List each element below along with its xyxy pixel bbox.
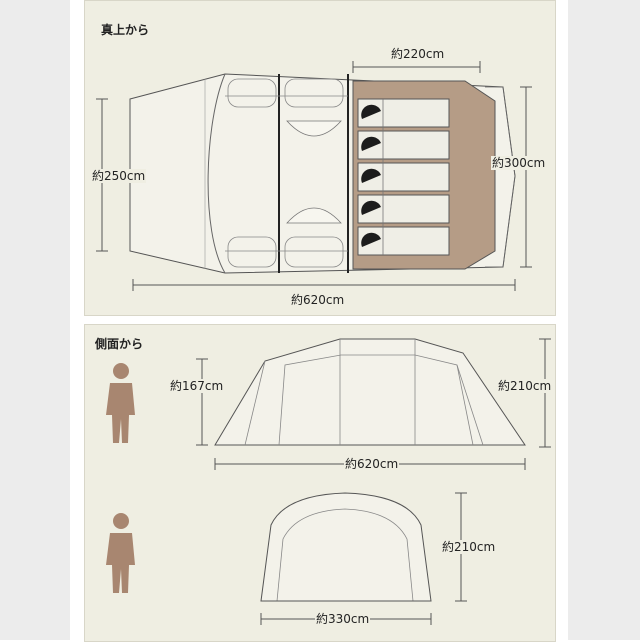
sleeping-head-icon	[361, 104, 381, 247]
dim-height-front: 約167cm	[169, 379, 225, 393]
dim-height-right: 約300cm	[491, 156, 547, 170]
person-silhouette-icon	[106, 513, 135, 593]
dim-width-end: 約330cm	[315, 612, 371, 626]
left-margin-strip	[0, 0, 70, 640]
top-view-diagram	[96, 61, 532, 291]
cots	[357, 98, 450, 256]
dim-width-inner: 約220cm	[390, 47, 446, 61]
side-view-diagram	[106, 338, 551, 625]
dim-height-left: 約250cm	[91, 169, 147, 183]
dim-height-rear: 約210cm	[497, 379, 553, 393]
dim-length-side: 約620cm	[344, 457, 400, 471]
tent-end-outline	[260, 492, 432, 602]
side-view-title: 側面から	[95, 337, 144, 351]
right-margin-strip	[568, 0, 640, 640]
top-view-panel: 真上から	[84, 0, 556, 316]
top-view-title: 真上から	[101, 23, 150, 37]
side-view-panel: 側面から	[84, 324, 556, 642]
tent-side-outline	[214, 338, 526, 446]
dim-length-total: 約620cm	[290, 293, 346, 307]
person-silhouette-icon	[106, 363, 135, 443]
dim-height-end: 約210cm	[441, 540, 497, 554]
